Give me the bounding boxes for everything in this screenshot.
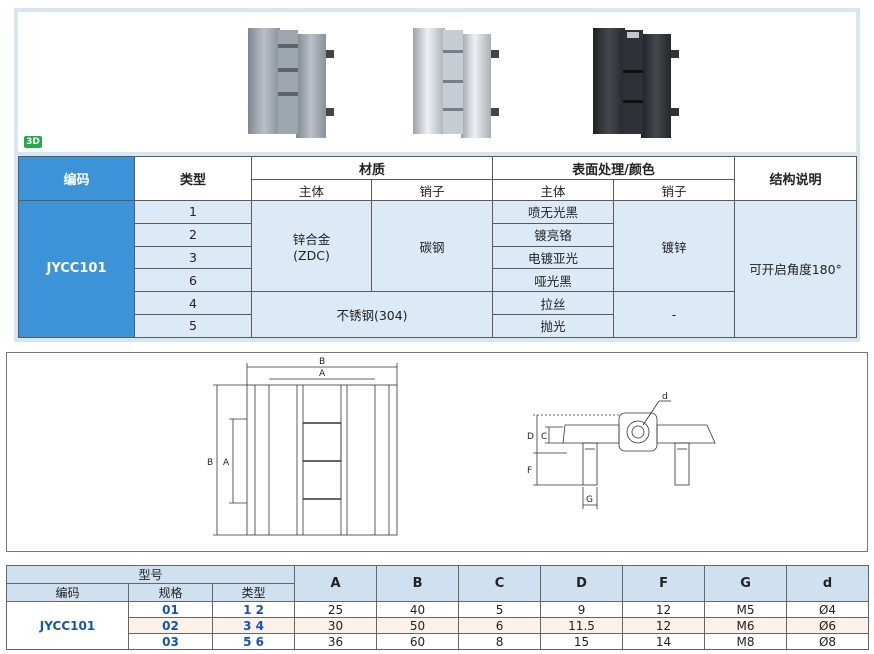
type-cell: 5 [134, 313, 252, 338]
finish-cell: 抛光 [492, 313, 615, 338]
spec-cell: 03 [128, 633, 213, 650]
value-cell: 12 [622, 617, 706, 634]
value-cell: Ø8 [786, 633, 870, 650]
header-spec: 规格 [128, 583, 213, 602]
label-dim-g: G [586, 495, 593, 505]
product-code: JYCC101 [18, 200, 135, 338]
type-cell: 1 [134, 200, 252, 224]
header-type: 类型 [134, 156, 252, 201]
drawing-svg: B A B A d D C F G [207, 357, 716, 536]
value-cell: 11.5 [540, 617, 624, 634]
table-row: 02 3 4 30 50 6 11.5 12 M6 Ø6 [7, 617, 870, 634]
value-cell: 36 [294, 633, 378, 650]
header-structure: 结构说明 [734, 156, 858, 201]
product-spec-panel: 3D 编码 类型 材质 表面处理/颜色 结构说明 主体 销子 主体 销子 JY [14, 8, 860, 342]
header-type: 类型 [211, 583, 296, 602]
label-dim-a-top: A [319, 369, 326, 379]
type-cell: 3 [134, 245, 252, 270]
header-col-g: G [704, 565, 788, 602]
type-cell: 5 6 [211, 633, 296, 650]
hinge-image-black [593, 28, 679, 138]
dimension-table: 型号 A B C D F G d 编码 规格 类型 JYCC101 01 1 2… [5, 565, 870, 650]
label-dim-c: C [541, 432, 547, 442]
header-finish-pin: 销子 [613, 179, 736, 201]
value-cell: 9 [540, 601, 624, 618]
header-code: 编码 [6, 583, 129, 602]
header-col-c: C [458, 565, 542, 602]
value-cell: Ø4 [786, 601, 870, 618]
value-cell: M5 [704, 601, 788, 618]
type-cell: 2 [134, 222, 252, 247]
table-row: 03 5 6 36 60 8 15 14 M8 Ø8 [7, 633, 870, 650]
spec-cell: 01 [128, 601, 213, 618]
header-material-pin: 销子 [370, 179, 494, 201]
value-cell: 30 [294, 617, 378, 634]
material-zinc: 锌合金 (ZDC) [251, 199, 372, 293]
type-cell: 1 2 [211, 601, 296, 618]
pin-finish-zinc: 镀锌 [613, 199, 736, 293]
product-code: JYCC101 [6, 601, 129, 650]
finish-cell: 拉丝 [492, 291, 615, 315]
value-cell: 15 [540, 633, 624, 650]
finish-cell: 电镀亚光 [492, 245, 615, 270]
value-cell: Ø6 [786, 617, 870, 634]
value-cell: M8 [704, 633, 788, 650]
header-col-f: F [622, 565, 706, 602]
header-code: 编码 [18, 156, 135, 201]
value-cell: 50 [376, 617, 460, 634]
value-cell: 60 [376, 633, 460, 650]
value-cell: 14 [622, 633, 706, 650]
structure-note: 可开启角度180° [734, 200, 858, 338]
spec-cell: 02 [128, 617, 213, 634]
table-row: JYCC101 01 1 2 25 40 5 9 12 M5 Ø4 [6, 601, 870, 650]
label-dim-a-side: A [223, 458, 230, 468]
value-cell: 6 [458, 617, 542, 634]
value-cell: 5 [458, 601, 542, 618]
type-cell: 6 [134, 268, 252, 293]
header-col-b: B [376, 565, 460, 602]
value-cell: 12 [622, 601, 706, 618]
header-col-d-small: d [786, 565, 870, 602]
label-dim-d-small: d [662, 392, 668, 402]
technical-drawing: B A B A d D C F G [6, 352, 868, 552]
material-zinc-label: 锌合金 [292, 232, 331, 248]
value-cell: M6 [704, 617, 788, 634]
header-finish: 表面处理/颜色 [492, 156, 736, 180]
finish-cell: 喷无光黑 [492, 200, 615, 224]
label-dim-b-top: B [319, 357, 325, 367]
value-cell: 25 [294, 601, 378, 618]
header-col-a: A [294, 565, 378, 602]
pin-finish-stainless: - [613, 291, 736, 338]
value-cell: 40 [376, 601, 460, 618]
finish-cell: 镀亮铬 [492, 222, 615, 247]
material-zinc-sub: (ZDC) [293, 248, 330, 264]
header-material-body: 主体 [251, 179, 372, 201]
header-material: 材质 [250, 156, 494, 180]
hinge-image-zinc [248, 28, 334, 138]
material-stainless: 不锈钢(304) [250, 291, 494, 338]
type-cell: 3 4 [211, 617, 296, 634]
3d-badge[interactable]: 3D [24, 136, 42, 148]
type-cell: 4 [134, 291, 252, 315]
header-col-d: D [540, 565, 624, 602]
product-image-strip: 3D [18, 12, 856, 152]
header-model: 型号 [5, 565, 296, 584]
label-dim-d: D [527, 432, 534, 442]
header-finish-body: 主体 [492, 179, 615, 201]
label-dim-f: F [527, 466, 532, 476]
finish-cell: 哑光黑 [492, 268, 615, 293]
hinge-image-chrome [413, 28, 499, 138]
material-carbon: 碳钢 [370, 199, 494, 293]
value-cell: 8 [458, 633, 542, 650]
spec-table: 编码 类型 材质 表面处理/颜色 结构说明 主体 销子 主体 销子 JYCC10… [18, 156, 858, 338]
label-dim-b-side: B [207, 458, 213, 468]
